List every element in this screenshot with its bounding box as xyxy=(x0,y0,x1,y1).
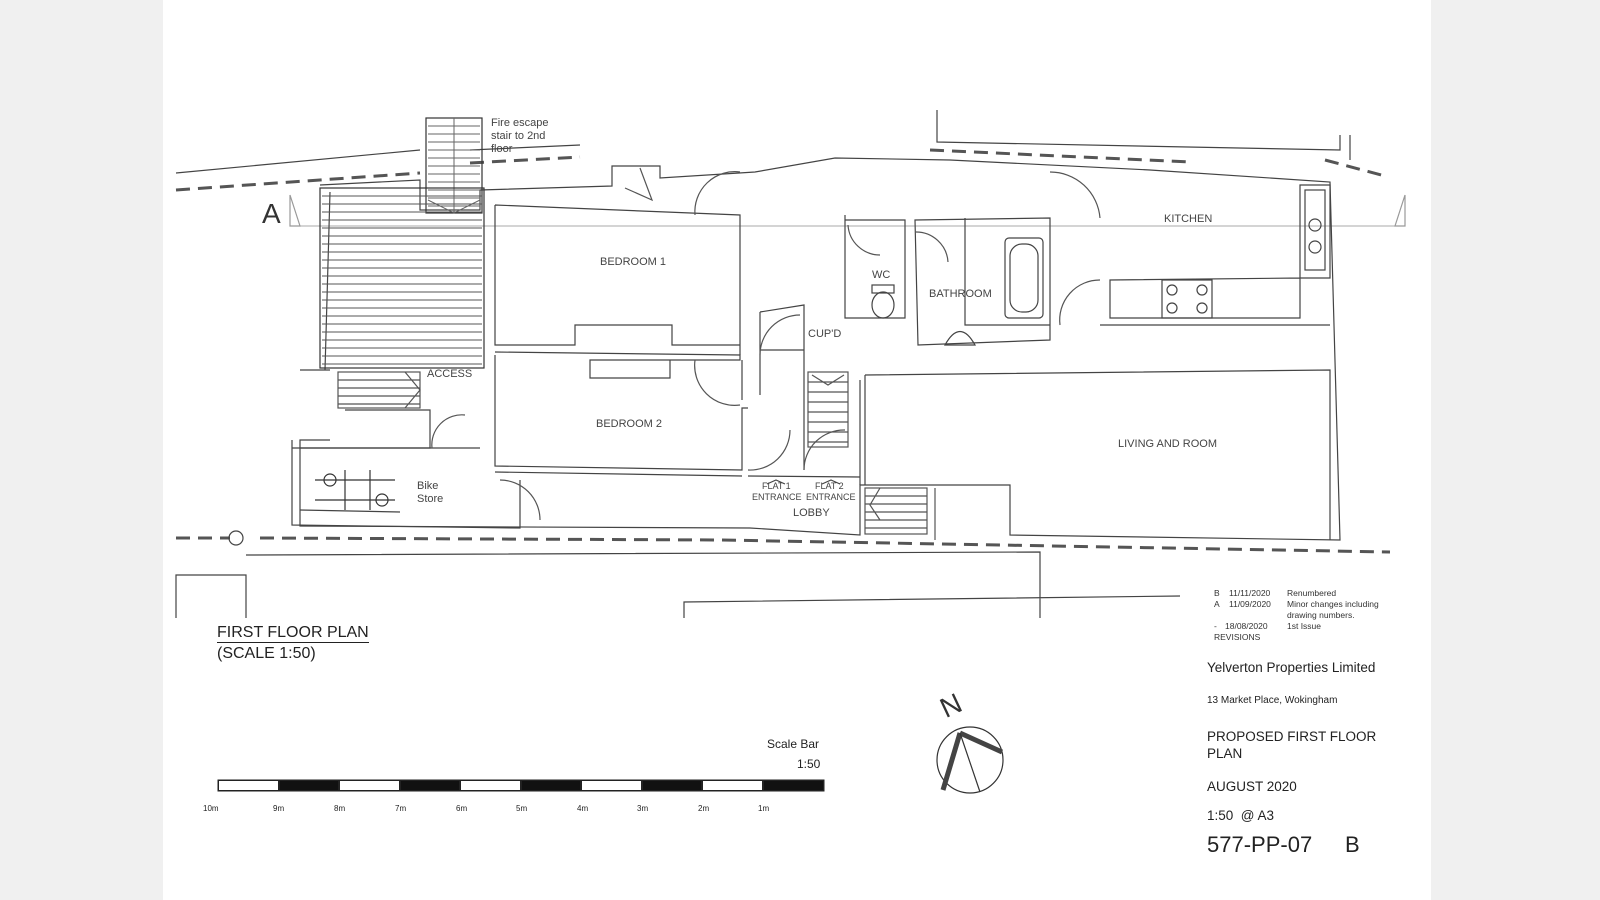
drawing-sheet xyxy=(163,0,1431,900)
scale-tick-10m: 10m xyxy=(203,804,219,813)
section-marker: A xyxy=(262,198,281,229)
boundary-post xyxy=(228,530,244,546)
scale-tick-6m: 6m xyxy=(456,804,468,813)
access-deck xyxy=(319,187,485,369)
kitchen-counter xyxy=(1109,184,1331,319)
scale-tick-8m: 8m xyxy=(334,804,346,813)
room-label-cupboard: CUP'D xyxy=(808,328,842,340)
revision-b-desc: Renumbered xyxy=(1287,588,1337,598)
cupboard-walls xyxy=(759,304,805,470)
wc-walls xyxy=(844,215,906,319)
bedroom-1-walls xyxy=(494,204,741,355)
drawing-title-line-1: PROPOSED FIRST FLOOR xyxy=(1207,729,1377,744)
revision-a-date: 11/09/2020 xyxy=(1229,599,1271,609)
bathroom-walls xyxy=(914,217,1051,346)
revision-a-code: A xyxy=(1214,599,1220,609)
flat-2-entrance-line-2: ENTRANCE xyxy=(806,492,856,502)
revision-b-date: 11/11/2020 xyxy=(1229,588,1271,598)
fire-escape-note-line-3: floor xyxy=(491,143,513,155)
drawing-revision: B xyxy=(1345,832,1360,857)
room-label-kitchen: KITCHEN xyxy=(1164,213,1213,225)
flat-1-entrance-line-2: ENTRANCE xyxy=(752,492,802,502)
living-room-walls xyxy=(864,369,1331,540)
drawing-title-line-2: PLAN xyxy=(1207,746,1243,761)
basin xyxy=(943,330,977,346)
fire-escape-note-line-2: stair to 2nd xyxy=(491,130,546,142)
revision-first-date: 18/08/2020 xyxy=(1225,621,1268,631)
bike-store-walls xyxy=(291,440,521,529)
scale-bar-label: Scale Bar xyxy=(767,737,820,751)
revision-b-code: B xyxy=(1214,588,1220,598)
flat-2-entrance-line-1: FLAT 2 xyxy=(815,481,844,491)
kitchen-sink xyxy=(1304,189,1326,271)
bike-symbol xyxy=(315,470,395,510)
company-name: Yelverton Properties Limited xyxy=(1207,660,1376,675)
flat-1-entrance-line-1: FLAT 1 xyxy=(762,481,791,491)
room-label-bike-store-1: Bike xyxy=(417,480,439,492)
scale-bar-ratio: 1:50 xyxy=(797,757,821,771)
scale-tick-5m: 5m xyxy=(516,804,528,813)
access-stair xyxy=(337,371,421,409)
drawing-number: 577-PP-07 xyxy=(1207,832,1313,857)
drawing-date: AUGUST 2020 xyxy=(1207,779,1297,794)
room-label-lobby: LOBBY xyxy=(793,507,830,519)
revision-first-code: - xyxy=(1214,621,1217,631)
room-label-living: LIVING AND ROOM xyxy=(1118,438,1218,450)
room-label-bike-store-2: Store xyxy=(417,493,444,505)
plan-title: FIRST FLOOR PLAN xyxy=(217,624,369,643)
scale-tick-3m: 3m xyxy=(637,804,649,813)
neighbour-line-top xyxy=(175,110,1351,174)
wc-pan xyxy=(871,284,895,319)
internal-stair xyxy=(807,371,849,448)
fire-escape-note-line-1: Fire escape xyxy=(491,117,549,129)
neighbour-outline-bottom xyxy=(175,551,1181,618)
scale-tick-1m: 1m xyxy=(758,804,770,813)
revision-a-desc-1: Minor changes including xyxy=(1287,599,1379,609)
scale-tick-2m: 2m xyxy=(698,804,710,813)
north-arrow xyxy=(936,726,1004,794)
company-address: 13 Market Place, Wokingham xyxy=(1207,695,1338,706)
revision-a-desc-2: drawing numbers. xyxy=(1287,610,1355,620)
bedroom-2-walls xyxy=(494,355,748,471)
external-wall xyxy=(299,157,1341,541)
room-label-bathroom: BATHROOM xyxy=(929,288,992,300)
site-boundary-bottom xyxy=(176,536,1391,554)
drawing-scale: 1:50 @ A3 xyxy=(1207,808,1274,823)
scale-tick-7m: 7m xyxy=(395,804,407,813)
scale-tick-9m: 9m xyxy=(273,804,285,813)
bath-tub xyxy=(1004,237,1044,319)
revisions-heading: REVISIONS xyxy=(1214,632,1261,642)
lobby-stair xyxy=(864,487,936,540)
room-label-access: ACCESS xyxy=(427,368,473,380)
plan-scale: (SCALE 1:50) xyxy=(217,645,316,662)
room-label-wc: WC xyxy=(872,269,891,281)
revision-first-desc: 1st Issue xyxy=(1287,621,1322,631)
door-swings xyxy=(431,167,1101,521)
kitchen-hob xyxy=(1161,279,1213,319)
scale-tick-4m: 4m xyxy=(577,804,589,813)
room-label-bedroom-2: BEDROOM 2 xyxy=(596,418,663,430)
site-boundary-top xyxy=(175,148,1386,192)
room-label-bedroom-1: BEDROOM 1 xyxy=(600,256,667,268)
